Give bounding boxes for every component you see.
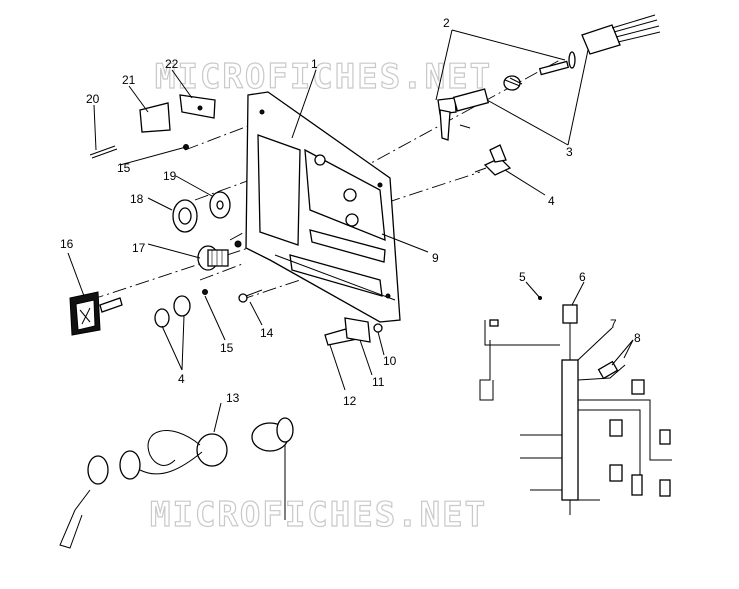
screw-14 — [238, 289, 263, 303]
callout-4a: 4 — [548, 194, 555, 208]
screw-20 — [89, 144, 189, 159]
callout-14: 14 — [260, 326, 274, 340]
toggle-switch — [474, 144, 512, 176]
ignition-switch-17 — [197, 240, 242, 271]
callout-10: 10 — [383, 354, 397, 368]
watermark-top: MICROFICHES.NET — [155, 57, 492, 97]
tether-lanyard — [59, 417, 294, 549]
callout-22: 22 — [165, 57, 179, 71]
callout-20: 20 — [86, 92, 100, 106]
callout-4b: 4 — [178, 372, 185, 386]
callout-15b: 15 — [117, 161, 131, 175]
callout-12: 12 — [343, 394, 357, 408]
callout-17: 17 — [132, 241, 146, 255]
callout-13: 13 — [226, 391, 240, 405]
key-16 — [69, 291, 123, 336]
callout-11: 11 — [372, 375, 385, 389]
bracket-10-11-12 — [324, 317, 383, 346]
callout-6: 6 — [579, 270, 586, 284]
callout-3: 3 — [566, 145, 573, 159]
callout-7: 7 — [610, 317, 617, 331]
switch-assembly — [437, 14, 661, 141]
callout-2: 2 — [443, 16, 450, 30]
callout-21: 21 — [122, 73, 136, 87]
dash-panel — [245, 91, 401, 323]
wiring-harness — [479, 296, 672, 515]
callout-18: 18 — [130, 192, 144, 206]
bracket-21-22 — [139, 94, 216, 133]
callout-labels: 1 2 3 4 4 5 6 7 8 9 10 11 12 13 14 15 15… — [60, 16, 641, 408]
leader-lines — [67, 29, 634, 433]
callout-9: 9 — [432, 251, 439, 265]
callout-15a: 15 — [220, 341, 234, 355]
grommets-4 — [154, 289, 208, 328]
callout-1: 1 — [311, 57, 318, 71]
callout-8: 8 — [634, 331, 641, 345]
washer-19 — [209, 191, 231, 219]
callout-16: 16 — [60, 237, 74, 251]
callout-19: 19 — [163, 169, 177, 183]
watermark-bottom: MICROFICHES.NET — [150, 495, 487, 535]
nut-18 — [172, 199, 198, 233]
callout-5: 5 — [519, 270, 526, 284]
